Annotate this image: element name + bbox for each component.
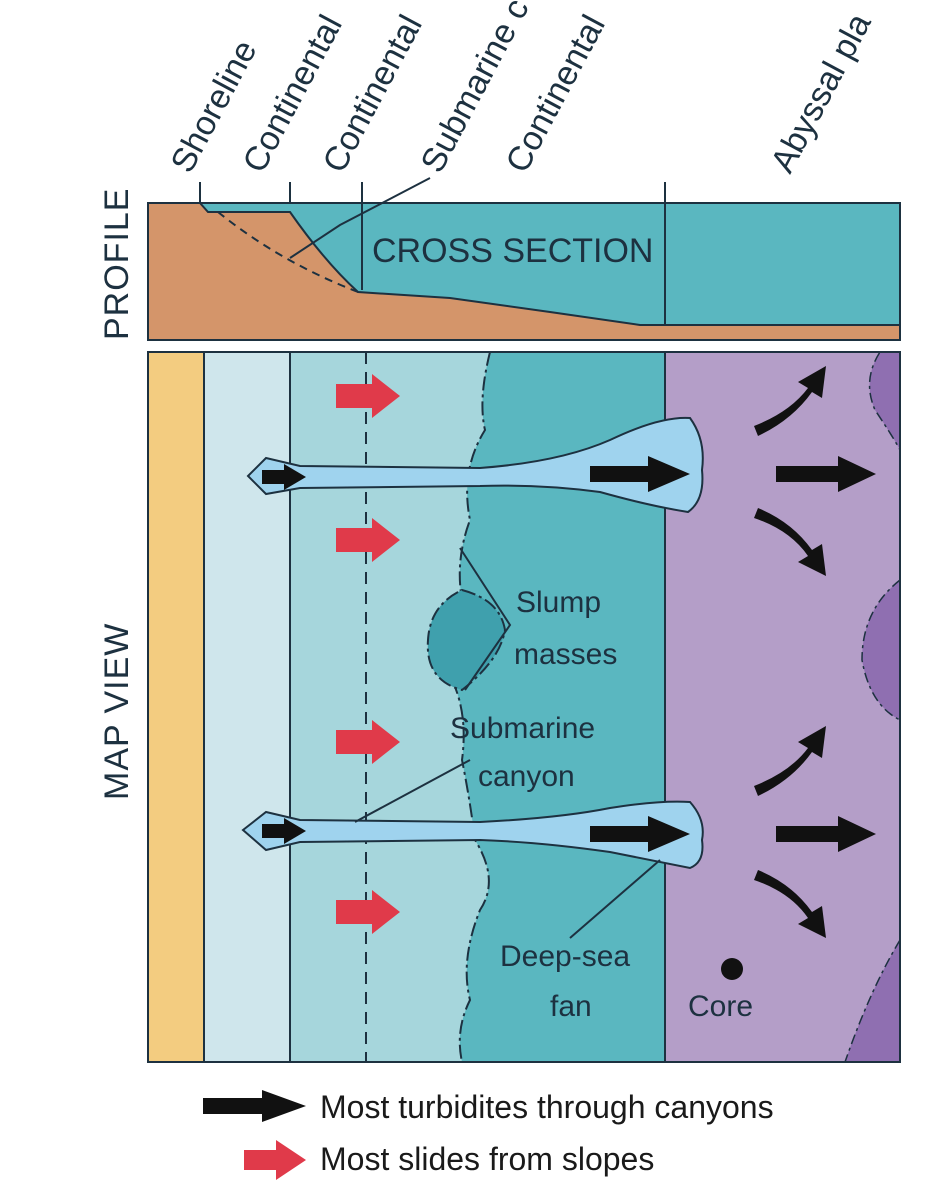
canyon-arrow-2-head — [262, 818, 306, 844]
legend-red-arrow — [244, 1140, 306, 1180]
profile-sediment — [148, 203, 900, 340]
map-rise — [433, 352, 665, 1062]
abyssal-arrow-curve-down-1 — [754, 508, 826, 576]
map-leader-lines — [354, 547, 661, 939]
profile-ticks — [199, 182, 666, 203]
abyssal-arrow-curve-up-1 — [754, 366, 826, 436]
canyon-arrow-1-head — [262, 464, 306, 490]
side-label-map-view: MAP VIEW — [98, 623, 136, 800]
fan-label-line2: fan — [550, 990, 592, 1023]
abyssal-arrow-curve-up-2 — [754, 726, 826, 796]
canyon-lower — [241, 800, 704, 870]
slump-label-line2: masses — [514, 638, 617, 671]
legend-red-arrow-label: Most slides from slopes — [320, 1141, 654, 1177]
legend: Most turbidites through canyons Most sli… — [203, 1089, 774, 1180]
black-arrows — [262, 366, 876, 938]
profile-panel: CROSS SECTION — [147, 177, 901, 341]
abyssal-lobe-top — [868, 352, 900, 451]
abyssal-lobe-mid — [861, 579, 900, 721]
canyon-label-line1: Submarine — [450, 712, 595, 745]
map-beach — [148, 352, 204, 1062]
profile-seafloor-line — [199, 202, 900, 326]
core-label: Core — [688, 990, 753, 1023]
canyon-label-line2: canyon — [478, 760, 575, 793]
red-arrow-1 — [336, 374, 400, 418]
legend-black-arrow — [203, 1090, 306, 1122]
red-arrow-2 — [336, 518, 400, 562]
top-labels: Shoreline Continental Continental Submar… — [164, 0, 879, 179]
profile-slump-dashed — [217, 211, 359, 293]
map-shelf — [204, 352, 290, 1062]
label-abyssal-plain: Abyssal pla — [764, 7, 879, 178]
abyssal-arrow-curve-down-2 — [754, 870, 826, 938]
slump-label-line1: Slump — [516, 586, 601, 619]
core-point — [721, 958, 743, 980]
abyssal-arrow-straight-2 — [776, 816, 876, 852]
legend-black-arrow-label: Most turbidites through canyons — [320, 1089, 774, 1125]
red-arrows — [336, 374, 400, 934]
canyon-arrow-2-fan — [590, 816, 690, 852]
red-arrow-3 — [336, 720, 400, 764]
map-labels: Slump masses Submarine canyon Deep-sea f… — [450, 586, 753, 1023]
red-arrow-4 — [336, 890, 400, 934]
canyon-upper — [246, 416, 704, 514]
fan-label-line1: Deep-sea — [500, 940, 630, 973]
map-panel — [148, 352, 900, 1062]
side-label-profile: PROFILE — [98, 188, 136, 340]
canyon-leader-line — [289, 177, 431, 259]
abyssal-arrow-straight-1 — [776, 456, 876, 492]
canyon-arrow-1-fan — [590, 456, 690, 492]
profile-title: CROSS SECTION — [372, 232, 653, 270]
slump-mass — [426, 588, 507, 692]
